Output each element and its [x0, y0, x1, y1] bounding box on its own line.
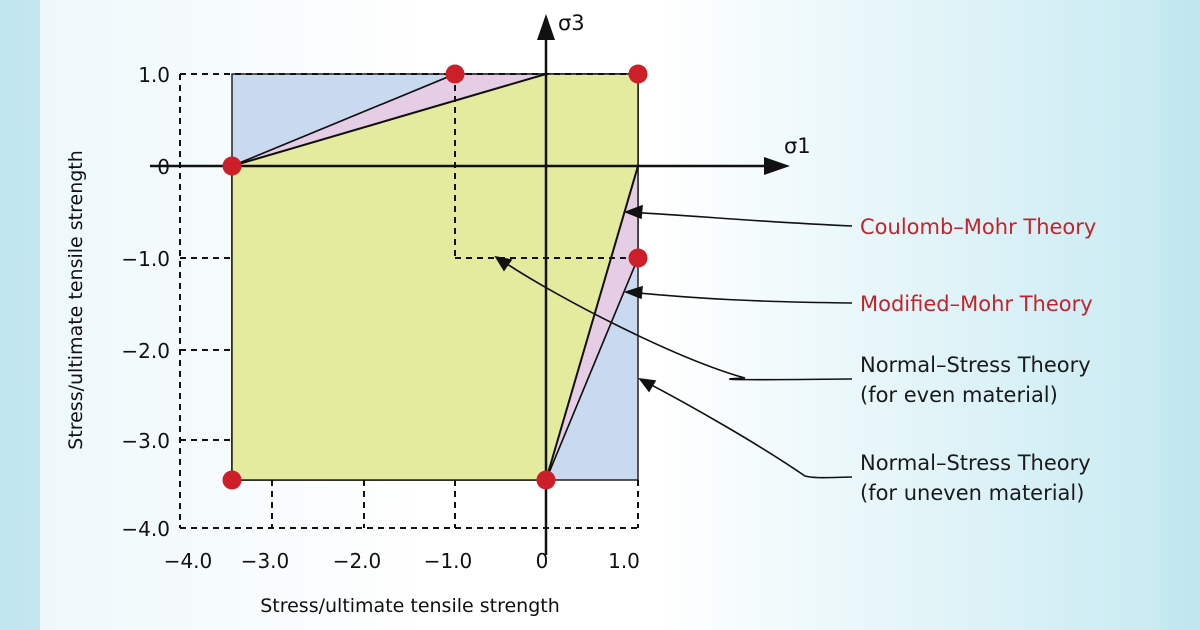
x-tick-label: 0 [536, 549, 549, 573]
marker-axis-compression [536, 470, 556, 490]
y-tick-label: −1.0 [121, 247, 170, 271]
marker-modified-mohr-top [445, 64, 465, 84]
x-tick-label: −1.0 [424, 549, 473, 573]
sigma1-label: σ1 [784, 134, 811, 158]
marker-modified-mohr-right [628, 248, 648, 268]
y-tick-label: −2.0 [121, 339, 170, 363]
x-tick-label: −3.0 [241, 549, 290, 573]
marker-uniaxial-compression [222, 156, 242, 176]
legend-normal-stress-even-sub: (for even material) [860, 383, 1058, 407]
legend-normal-stress-uneven: Normal–Stress Theory [860, 451, 1091, 475]
x-tick-label: −4.0 [164, 549, 213, 573]
legend-normal-stress-uneven-sub: (for uneven material) [860, 481, 1084, 505]
x-axis-label: Stress/ultimate tensile strength [260, 595, 560, 617]
legend-coulomb-mohr: Coulomb–Mohr Theory [860, 215, 1096, 239]
x-tick-label: 1.0 [608, 549, 640, 573]
y-tick-label: −3.0 [121, 429, 170, 453]
y-tick-labels: 1.0 0 −1.0 −2.0 −3.0 −4.0 [121, 63, 170, 541]
y-tick-label: 0 [157, 155, 170, 179]
y-axis-label: Stress/ultimate tensile strength [65, 150, 87, 450]
leader-arrows [494, 204, 853, 479]
y-tick-label: −4.0 [121, 517, 170, 541]
legend-modified-mohr: Modified–Mohr Theory [860, 292, 1093, 316]
sigma3-label: σ3 [558, 11, 585, 35]
legend-normal-stress-even: Normal–Stress Theory [860, 353, 1091, 377]
x-tick-label: −2.0 [333, 549, 382, 573]
sigma1-arrowhead [764, 157, 790, 175]
marker-biaxial-compression [222, 470, 242, 490]
sigma3-arrowhead [537, 14, 555, 40]
x-tick-labels: −4.0 −3.0 −2.0 −1.0 0 1.0 [164, 549, 640, 573]
y-tick-label: 1.0 [138, 63, 170, 87]
marker-biaxial-tension [628, 64, 648, 84]
key-point-markers [222, 64, 648, 490]
